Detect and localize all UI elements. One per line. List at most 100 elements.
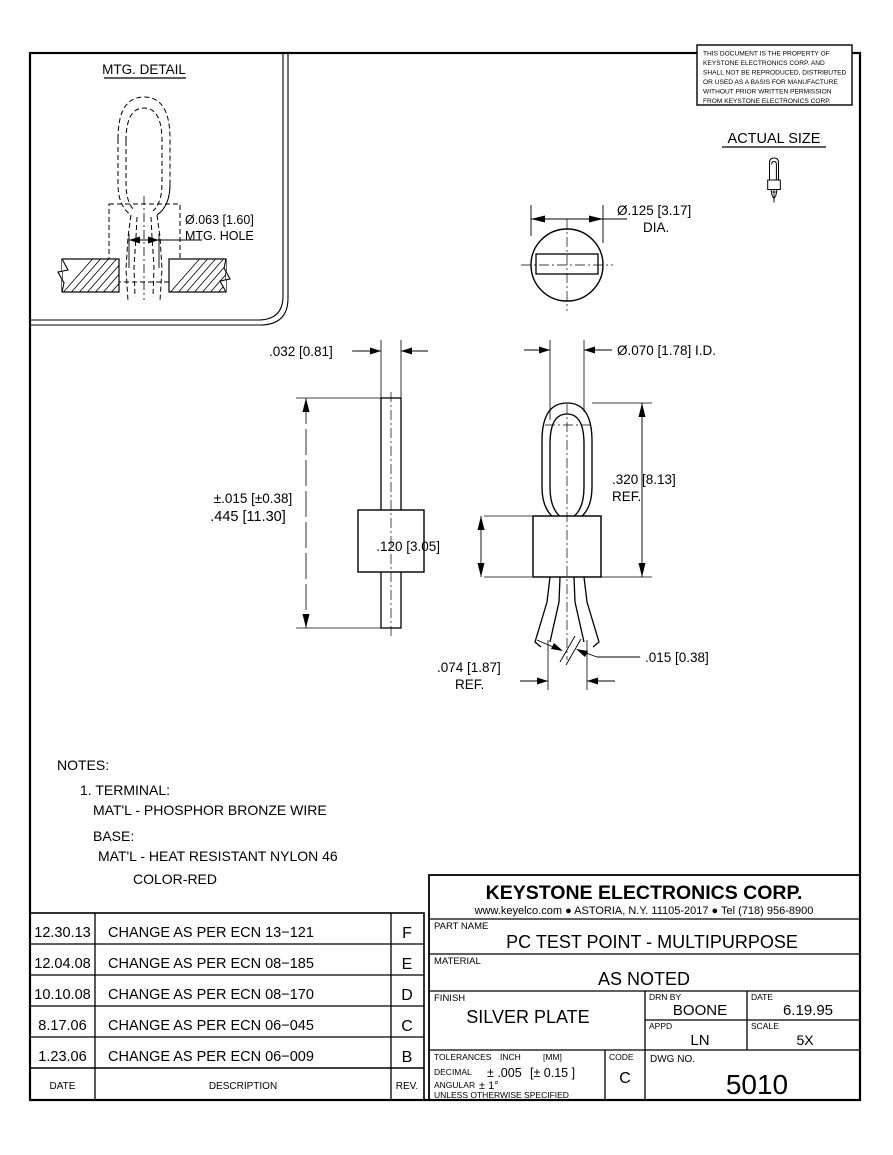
property-notice-line-3: SHALL NOT BE REPRODUCED, DISTRIBUTED (703, 70, 846, 77)
dwg-no-value: 5010 (726, 1069, 788, 1100)
mtg-detail-base-outline (108, 203, 181, 283)
angular-label: ANGULAR (434, 1080, 475, 1090)
property-notice-line-1: THIS DOCUMENT IS THE PROPERTY OF (703, 51, 830, 58)
company-name: KEYSTONE ELECTRONICS CORP. (486, 882, 803, 904)
decimal-inch-value: ± .005 (487, 1066, 522, 1080)
mtg-hole-dimension-label: MTG. HOLE (185, 229, 254, 243)
front-view-loop: Ø.070 [1.78] I.D. .320 [8.13] REF. .120 … (376, 340, 716, 692)
tail-gap-leader (536, 635, 640, 666)
notes-item-5: COLOR-RED (133, 871, 217, 887)
revision-row-date: 12.04.08 (34, 956, 90, 972)
revision-row-rev: F (402, 925, 412, 942)
loop-height-note: REF. (612, 489, 641, 504)
revision-row-description: CHANGE AS PER ECN 13−121 (108, 925, 314, 941)
part-name-label: PART NAME (434, 921, 488, 932)
base-width-value: .074 [1.87] (437, 660, 501, 675)
revision-row-date: 8.17.06 (38, 1018, 86, 1034)
tail-gap-value: .015 [0.38] (645, 650, 709, 665)
revision-row-rev: D (401, 987, 413, 1004)
mtg-detail-boundary-inner (30, 53, 289, 326)
date-value: 6.19.95 (783, 1002, 833, 1019)
notes-item-2: MAT'L - PHOSPHOR BRONZE WIRE (93, 802, 327, 818)
mtg-hole-dimension-value: Ø.063 [1.60] (185, 213, 254, 227)
revision-row-description: CHANGE AS PER ECN 06−009 (108, 1049, 314, 1065)
mtg-detail-boundary-outer (30, 53, 284, 321)
property-notice-line-4: OR USED AS A BASIS FOR MANUFACTURE (703, 79, 838, 86)
base-width-arrows (520, 677, 615, 685)
finish-value: SILVER PLATE (466, 1007, 589, 1027)
code-value: C (619, 1070, 631, 1087)
scale-label: SCALE (751, 1021, 779, 1031)
mtg-detail-view: MTG. DETAIL (30, 53, 289, 326)
wire-thickness-value: .032 [0.81] (269, 344, 333, 359)
head-dia-dimension-arrows (531, 215, 627, 223)
property-notice-line-6: FROM KEYSTONE ELECTRONICS CORP. (703, 98, 831, 105)
overall-length-value: .445 [11.30] (210, 509, 286, 525)
material-value: AS NOTED (598, 969, 690, 989)
inner-dia-arrows (524, 346, 612, 354)
revision-row-date: 1.23.06 (38, 1049, 86, 1065)
base-height-value: .120 [3.05] (376, 539, 440, 554)
title-block: KEYSTONE ELECTRONICS CORP. www.keyelco.c… (428, 874, 861, 1101)
inner-dia-value: Ø.070 [1.78] I.D. (617, 343, 716, 358)
base-width-note: REF. (455, 677, 484, 692)
property-notice-box: THIS DOCUMENT IS THE PROPERTY OF KEYSTON… (696, 44, 853, 106)
revision-header-date: DATE (50, 1081, 76, 1092)
head-dia-value: Ø.125 [3.17] (617, 203, 691, 218)
appd-label: APPD (649, 1021, 672, 1031)
code-label: CODE (609, 1052, 634, 1062)
front-view-tails (534, 576, 600, 648)
decimal-label: DECIMAL (434, 1067, 472, 1077)
revision-row-date: 12.30.13 (34, 925, 90, 941)
revision-header-description: DESCRIPTION (209, 1081, 277, 1092)
appd-value: LN (690, 1032, 709, 1049)
notes-item-3: BASE: (93, 828, 134, 844)
revision-row-rev: B (402, 1049, 413, 1066)
revision-row-description: CHANGE AS PER ECN 08−170 (108, 987, 314, 1003)
dwg-no-label: DWG NO. (650, 1054, 695, 1065)
drawn-by-value: BOONE (673, 1002, 727, 1019)
mtg-detail-title: MTG. DETAIL (102, 62, 186, 77)
loop-height-arrows (638, 403, 646, 577)
front-view-terminal-inner (549, 413, 585, 518)
side-view-flat: .032 [0.81] ±.015 [±0.38] .445 [11.30] (210, 340, 428, 636)
scale-value: 5X (796, 1032, 814, 1048)
mtg-hole-dimension-arrows (129, 236, 202, 244)
overall-length-tolerance: ±.015 [±0.38] (214, 491, 293, 506)
actual-size-title: ACTUAL SIZE (728, 131, 821, 147)
mtg-detail-pcb-left (57, 258, 120, 293)
revision-row-description: CHANGE AS PER ECN 06−045 (108, 1018, 314, 1034)
notes-item-4: MAT'L - HEAT RESISTANT NYLON 46 (98, 848, 338, 864)
material-label: MATERIAL (434, 956, 481, 967)
finish-label: FINISH (434, 993, 465, 1004)
mtg-detail-pcb-right (168, 258, 231, 293)
tolerances-inch-header: INCH (500, 1052, 521, 1062)
notes-heading: NOTES: (57, 757, 109, 773)
notes-item-1: 1. TERMINAL: (80, 782, 170, 798)
notes-block: NOTES: 1. TERMINAL: MAT'L - PHOSPHOR BRO… (57, 757, 338, 887)
revision-row-rev: C (401, 1018, 413, 1035)
top-view: Ø.125 [3.17] DIA. (521, 203, 691, 311)
head-dia-label: DIA. (643, 220, 669, 235)
revision-row-description: CHANGE AS PER ECN 08−185 (108, 956, 314, 972)
unless-specified-note: UNLESS OTHERWISE SPECIFIED (434, 1090, 569, 1100)
revision-row-rev: E (402, 956, 413, 973)
angular-value: ± 1° (479, 1080, 499, 1092)
property-notice-line-5: WITHOUT PRIOR WRITTEN PERMISSION (703, 89, 832, 96)
tolerances-mm-header: [MM] (543, 1052, 562, 1062)
loop-height-value: .320 [8.13] (612, 472, 676, 487)
revision-table: 12.30.13 CHANGE AS PER ECN 13−121 F 12.0… (29, 912, 425, 1101)
actual-size-view: ACTUAL SIZE (722, 131, 826, 203)
base-height-arrows (477, 516, 485, 577)
decimal-mm-value: [± 0.15 ] (530, 1066, 575, 1080)
wire-thickness-arrows (355, 347, 428, 355)
company-address: www.keyelco.com ● ASTORIA, N.Y. 11105-20… (474, 905, 814, 917)
part-name-value: PC TEST POINT - MULTIPURPOSE (506, 932, 798, 952)
revision-header-rev: REV. (396, 1081, 418, 1092)
property-notice-line-2: KEYSTONE ELECTRONICS CORP. AND (703, 60, 825, 67)
tolerances-label: TOLERANCES (434, 1052, 492, 1062)
overall-length-arrows (302, 398, 310, 628)
